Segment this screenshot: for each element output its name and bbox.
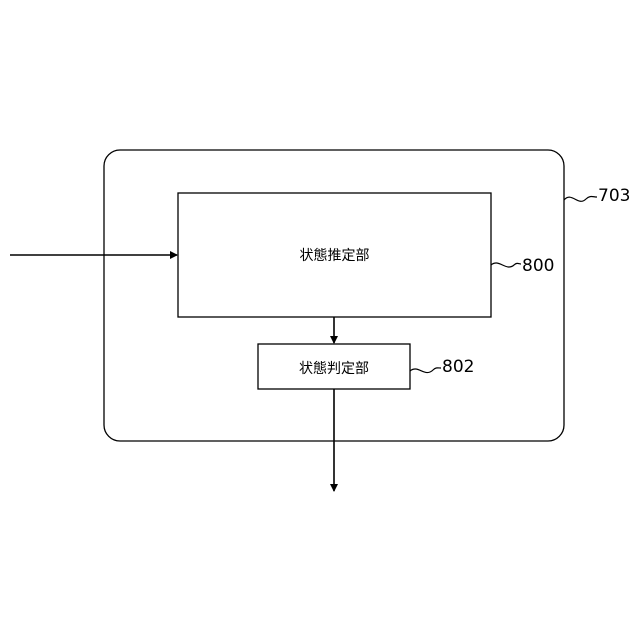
ref-label-802: 802 bbox=[442, 357, 474, 377]
state-determination-label: 状態判定部 bbox=[258, 358, 410, 378]
leader-line-800 bbox=[491, 263, 521, 267]
leader-line-802 bbox=[410, 368, 441, 373]
ref-label-703: 703 bbox=[598, 186, 630, 206]
ref-label-800: 800 bbox=[522, 256, 554, 276]
leader-line-703 bbox=[564, 197, 597, 202]
state-estimation-label: 状態推定部 bbox=[178, 245, 491, 265]
